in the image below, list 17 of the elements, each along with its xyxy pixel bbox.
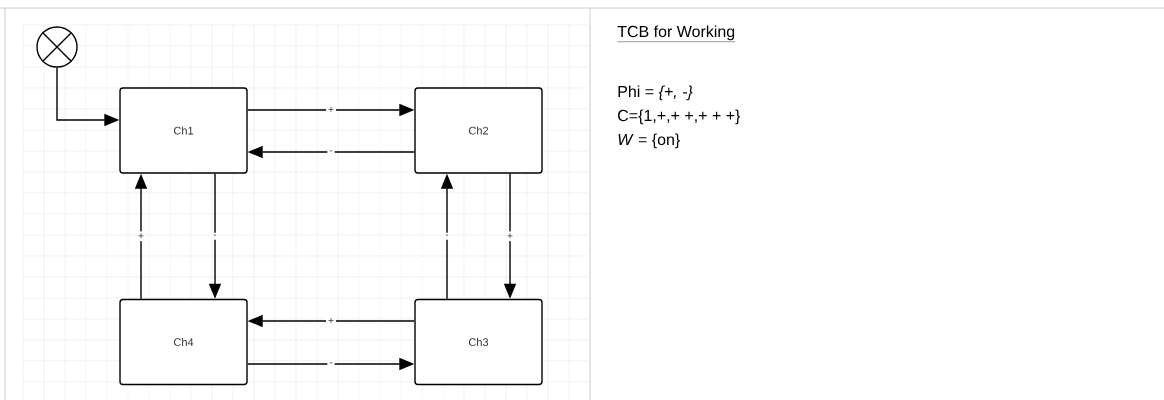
process-box: Ch1 xyxy=(119,87,248,174)
summing-junction-icon xyxy=(36,26,78,68)
edge-label: + xyxy=(326,316,336,326)
process-box: Ch4 xyxy=(119,298,248,386)
edge-label: - xyxy=(443,232,451,240)
set-definition: C={1,+,+ +,+ + +} xyxy=(618,109,741,125)
edge-label: - xyxy=(211,232,219,240)
edge-label: - xyxy=(327,148,335,156)
set-definition: W = {on} xyxy=(618,133,680,149)
edge-label: + xyxy=(326,105,336,115)
panel-heading: TCB for Working xyxy=(617,25,736,42)
edge-label: - xyxy=(327,360,335,368)
process-box: Ch2 xyxy=(414,87,543,174)
process-box: Ch3 xyxy=(414,298,543,386)
set-definition: Phi = {+, -} xyxy=(618,85,693,101)
edge-label: + xyxy=(136,231,146,242)
edge-label: + xyxy=(505,231,515,242)
